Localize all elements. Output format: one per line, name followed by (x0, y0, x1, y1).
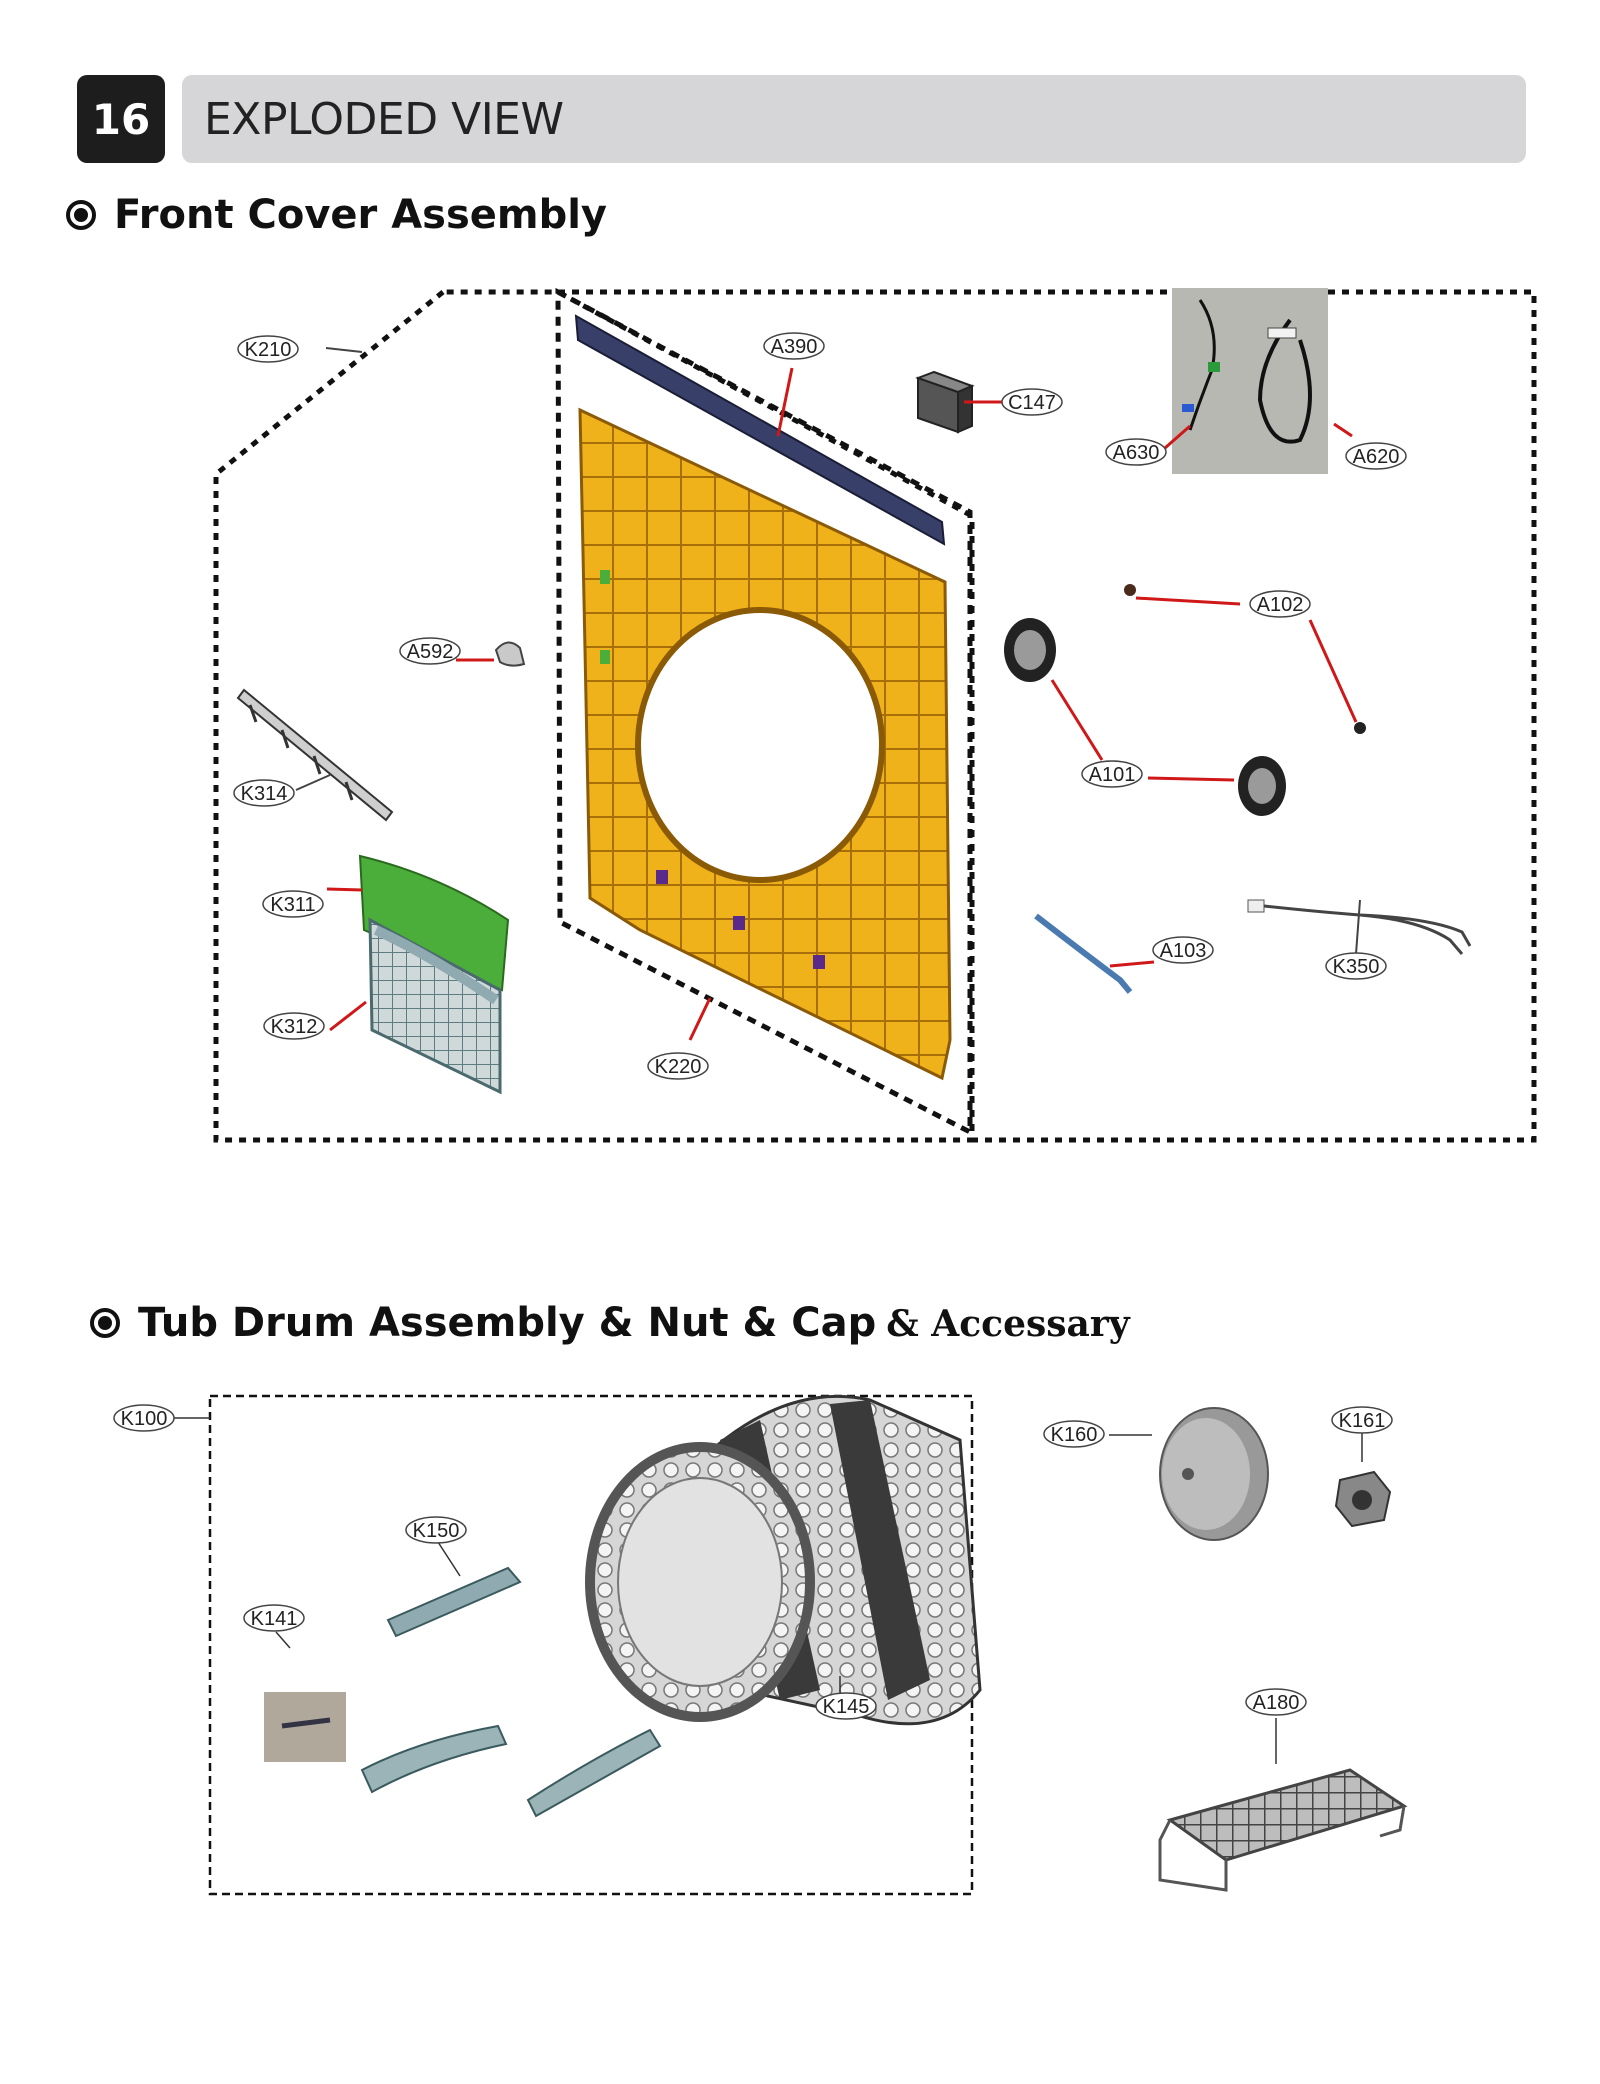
bullet-icon (90, 1308, 120, 1338)
label-k100: K100 (113, 1404, 175, 1432)
a101-roller-1 (1004, 618, 1056, 682)
k350-part (1247, 899, 1472, 955)
section-title-tub-drum: Tub Drum Assembly & Nut & Cap & Accessar… (90, 1300, 1130, 1346)
a103-part (1034, 913, 1133, 994)
a390-rail (574, 314, 946, 546)
label-a180: A180 (1245, 1688, 1307, 1716)
label-k161: K161 (1331, 1406, 1393, 1434)
svg-text:K141: K141 (251, 1608, 298, 1630)
svg-text:A390: A390 (771, 336, 818, 358)
k145-drum (585, 1394, 982, 1726)
k220-frame (578, 407, 952, 1081)
label-a630: A630 (1105, 438, 1167, 466)
svg-text:A102: A102 (1257, 594, 1304, 616)
svg-text:K314: K314 (241, 783, 288, 805)
svg-text:A101: A101 (1089, 764, 1136, 786)
label-k220: K220 (647, 1052, 709, 1080)
svg-text:K220: K220 (655, 1056, 702, 1078)
k100-group-outline (208, 1394, 974, 1896)
section-title-front-cover: Front Cover Assembly (66, 192, 607, 238)
front-assembly-outline (558, 289, 1537, 1143)
k150-lifter (386, 1566, 522, 1638)
svg-text:K312: K312 (271, 1016, 318, 1038)
header-bar: EXPLODED VIEW (182, 75, 1526, 163)
svg-text:A592: A592 (407, 641, 454, 663)
svg-text:K150: K150 (413, 1520, 460, 1542)
label-a102: A102 (1249, 590, 1311, 618)
k141-photo (264, 1692, 346, 1762)
label-k312: K312 (263, 1012, 325, 1040)
svg-text:C147: C147 (1008, 392, 1056, 414)
label-k210: K210 (237, 335, 299, 363)
label-a620: A620 (1345, 442, 1407, 470)
label-a103: A103 (1152, 936, 1214, 964)
k220-group-outline (555, 287, 973, 1137)
a101-roller-2 (1238, 756, 1286, 816)
a180-rack (1158, 1768, 1408, 1892)
svg-text:K210: K210 (245, 339, 292, 361)
a592-part (494, 641, 526, 667)
k161-nut (1334, 1470, 1392, 1528)
section-title-text: Tub Drum Assembly & Nut & Cap (138, 1300, 877, 1346)
label-k314: K314 (233, 779, 295, 807)
page-title: EXPLODED VIEW (204, 93, 564, 145)
k311-k312-filter (358, 854, 510, 1095)
k160-cap (1159, 1407, 1269, 1541)
label-k311: K311 (262, 890, 324, 918)
label-k150: K150 (405, 1516, 467, 1544)
svg-text:K145: K145 (823, 1696, 870, 1718)
label-c147: C147 (1001, 388, 1063, 416)
a102-part (1124, 584, 1136, 596)
svg-text:K100: K100 (121, 1408, 168, 1430)
page-number: 16 (77, 75, 165, 163)
section-title-suffix: & Accessary (886, 1303, 1130, 1345)
k150-lifter-3 (526, 1728, 662, 1818)
k314-part (236, 688, 394, 822)
svg-text:K311: K311 (270, 894, 315, 916)
label-k160: K160 (1043, 1420, 1105, 1448)
label-k141: K141 (243, 1604, 305, 1632)
label-k145: K145 (815, 1692, 877, 1720)
c147-part (915, 370, 975, 434)
svg-text:A620: A620 (1353, 446, 1400, 468)
a630-a620-photo (1172, 288, 1328, 474)
label-k350: K350 (1325, 952, 1387, 980)
label-a101: A101 (1081, 760, 1143, 788)
label-a390: A390 (763, 332, 825, 360)
svg-text:K161: K161 (1339, 1410, 1386, 1432)
bullet-icon (66, 200, 96, 230)
svg-text:K350: K350 (1333, 956, 1380, 978)
svg-text:A630: A630 (1113, 442, 1160, 464)
k150-lifter-2 (360, 1724, 508, 1794)
label-a592: A592 (399, 637, 461, 665)
svg-text:A103: A103 (1160, 940, 1207, 962)
svg-text:A180: A180 (1253, 1692, 1300, 1714)
section-title-text: Front Cover Assembly (114, 192, 607, 238)
a102-part-2 (1354, 722, 1366, 734)
svg-text:K160: K160 (1051, 1424, 1098, 1446)
